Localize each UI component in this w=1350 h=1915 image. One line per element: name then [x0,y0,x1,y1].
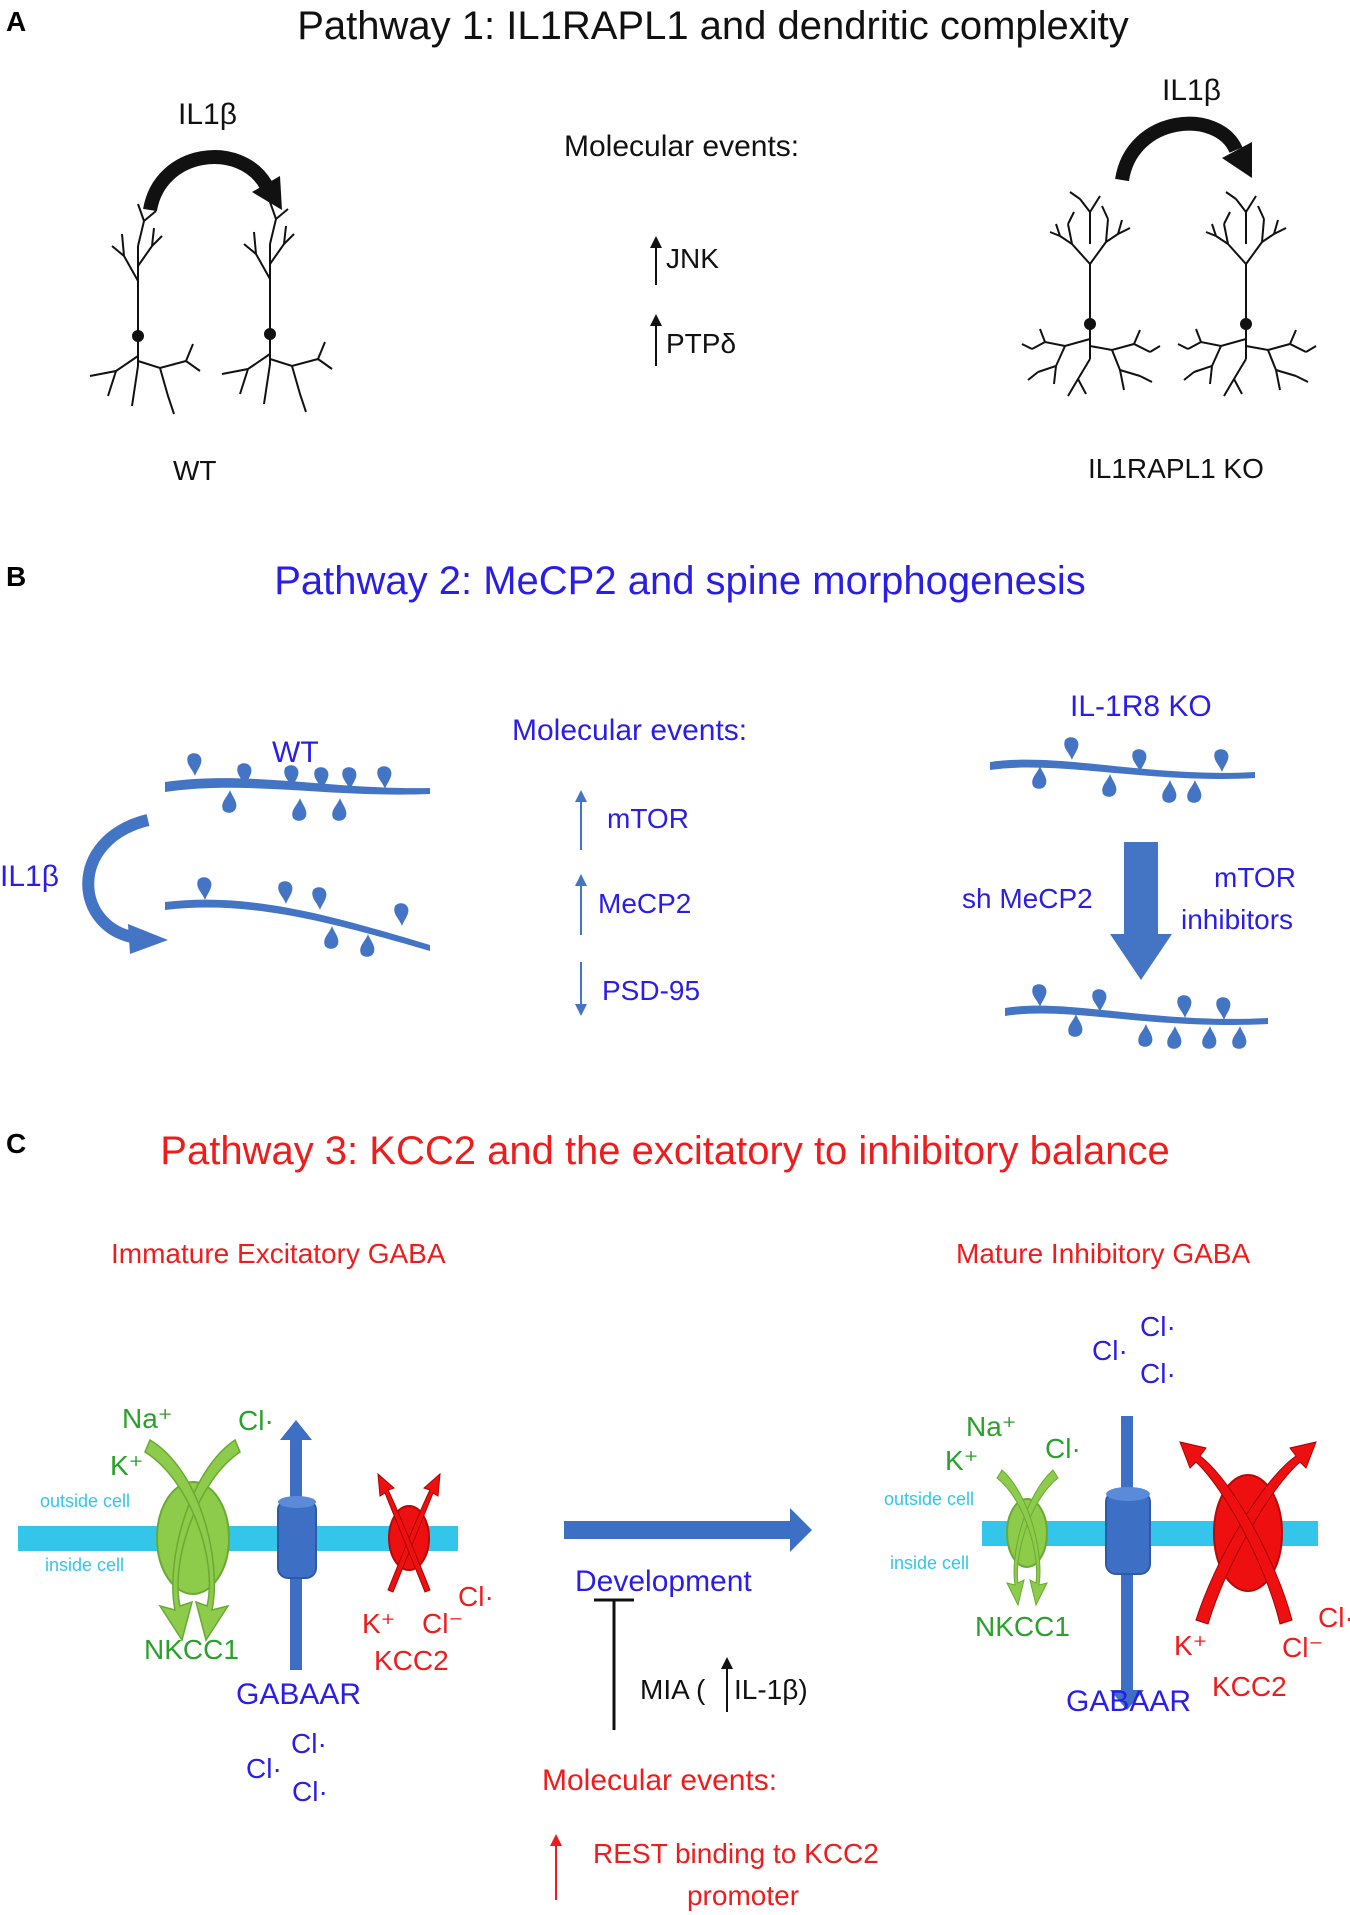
nkcc1-right-icon [996,1469,1059,1607]
panel-a-events-heading: Molecular events: [564,130,800,163]
event-jnk: JNK [666,243,719,274]
wt-neuron-2 [221,201,333,413]
left-cl-in-1: Cl· [291,1728,327,1759]
ko-stimulus-label: IL1β [1162,74,1221,107]
mia-prefix: MIA ( [640,1674,706,1705]
left-inside-cell: inside cell [45,1555,125,1575]
right-cl-out-3: Cl· [1140,1358,1176,1389]
left-cl-in-3: Cl· [292,1776,328,1807]
wt-dendrite-top [165,753,430,821]
gabaar-left-icon [277,1420,317,1670]
right-na-ion: Na⁺ [966,1411,1017,1442]
right-inside-cell: inside cell [890,1553,970,1573]
panel-c-title: Pathway 3: KCC2 and the excitatory to in… [160,1129,1170,1173]
panel-letter-b: B [6,561,27,592]
panel-b-events-heading: Molecular events: [512,714,748,747]
left-nkcc1-label: NKCC1 [144,1634,239,1665]
membrane-left [18,1526,458,1551]
event-rest-line2: promoter [686,1880,800,1911]
immature-label: Immature Excitatory GABA [111,1238,446,1269]
left-gabaar-label: GABAAR [236,1678,362,1711]
gabaar-right-icon [1105,1416,1151,1710]
il1b-curved-arrow-b-head-icon [128,924,168,954]
development-label: Development [575,1565,752,1598]
right-k-ion: K⁺ [945,1445,979,1476]
kcc2-left-icon [377,1472,441,1593]
il1b-arrow-wt-icon [143,150,273,212]
right-gabaar-label: GABAAR [1066,1685,1192,1718]
event-mtor: mTOR [607,803,689,834]
left-k-ion: K⁺ [110,1450,144,1481]
panel-b-title: Pathway 2: MeCP2 and spine morphogenesis [274,559,1086,603]
ko-dendrite-bottom [1005,984,1268,1049]
ko-label-b: IL-1R8 KO [1070,690,1212,723]
wt-stimulus-label: IL1β [178,98,237,131]
left-cl-minus: Cl⁻ [422,1608,464,1639]
right-cl-out-1: Cl· [1140,1311,1176,1342]
ko-neuron-1 [1021,191,1161,397]
event-rest-line1: REST binding to KCC2 [593,1838,879,1869]
wt-dendrite-bottom [165,877,430,957]
il1b-arrow-ko-icon [1115,116,1243,182]
mia-il1b: IL-1β) [734,1674,808,1705]
left-kcc2-label: KCC2 [374,1645,449,1676]
il1b-arrow-ko-head-icon [1222,142,1252,178]
panel-c-events-heading: Molecular events: [542,1764,778,1797]
left-cl-out: Cl· [238,1405,274,1436]
left-outside-cell: outside cell [40,1491,131,1511]
right-cl-minus: Cl⁻ [1282,1632,1324,1663]
right-cl-out-2: Cl· [1092,1335,1128,1366]
event-ptp-delta: PTPδ [666,328,737,359]
right-cl-ion: Cl· [1045,1433,1081,1464]
treatment-sh-mecp2: sh MeCP2 [962,883,1093,914]
right-outside-cell: outside cell [884,1489,975,1509]
ko-label-a: IL1RAPL1 KO [1088,453,1264,484]
left-k-ion-out: K⁺ [362,1608,396,1639]
panel-letter-a: A [6,6,27,37]
il1b-label-b: IL1β [0,860,59,893]
kcc2-right-icon [1179,1441,1317,1625]
left-cl-extra: Cl· [458,1581,494,1612]
panel-a-title: Pathway 1: IL1RAPL1 and dendritic comple… [297,4,1129,48]
left-na-ion: Na⁺ [122,1403,173,1434]
left-cl-in-2: Cl· [246,1753,282,1784]
development-arrow-icon [564,1508,812,1552]
wt-label-b: WT [272,736,319,769]
treatment-mtor: mTOR [1214,862,1296,893]
right-cl-extra: Cl· [1318,1602,1350,1633]
il1b-curved-arrow-b-icon [82,814,150,944]
event-mecp2: MeCP2 [598,888,692,919]
treatment-down-arrow-icon [1110,842,1172,980]
ko-dendrite-top [990,737,1255,803]
treatment-inhibitors: inhibitors [1181,904,1294,935]
wt-neuron-1 [89,203,201,415]
right-kcc2-label: KCC2 [1212,1671,1287,1702]
panel-letter-c: C [6,1128,27,1159]
right-nkcc1-label: NKCC1 [975,1611,1070,1642]
right-k-ion-out: K⁺ [1174,1630,1208,1661]
il1b-arrow-wt-head-icon [252,176,282,210]
event-psd95: PSD-95 [602,975,701,1006]
nkcc1-left-icon [144,1438,241,1642]
mature-label: Mature Inhibitory GABA [956,1238,1251,1269]
wt-label-a: WT [173,455,217,486]
ko-neuron-2 [1177,191,1317,397]
